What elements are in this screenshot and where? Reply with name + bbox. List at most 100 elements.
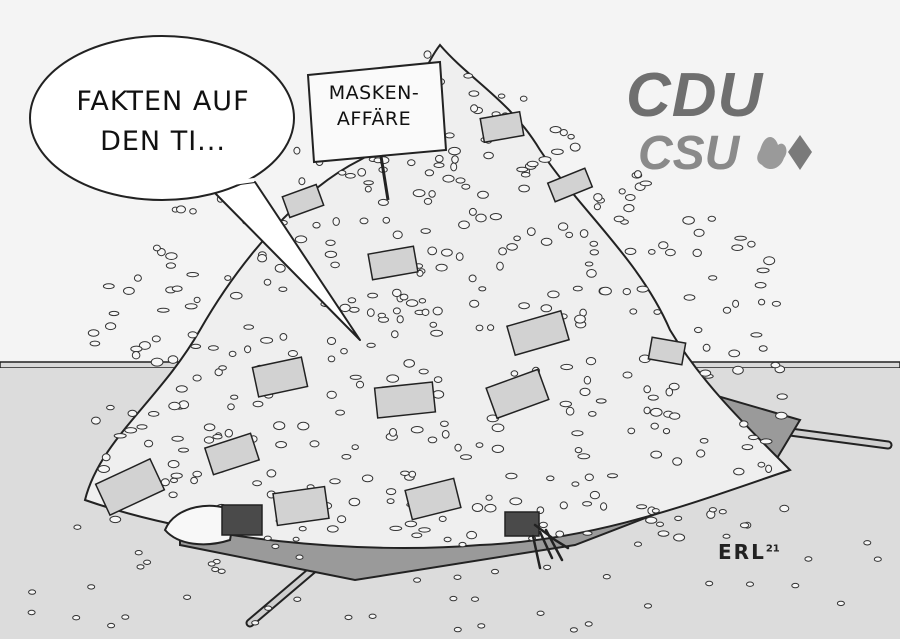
coin (458, 220, 470, 230)
floor-coin (791, 582, 800, 589)
coin (451, 155, 459, 164)
coin (392, 288, 402, 298)
coin (438, 515, 447, 523)
sign-line-2: AFFÄRE (336, 108, 412, 130)
coin (366, 308, 375, 317)
coin (263, 278, 272, 286)
coin (186, 272, 199, 278)
coin (106, 404, 115, 411)
coin (516, 166, 529, 173)
coin (454, 443, 462, 452)
coin (441, 430, 450, 439)
coin (392, 307, 401, 315)
coin (468, 90, 480, 97)
coin (498, 247, 508, 256)
coin (396, 315, 404, 324)
coin (756, 267, 770, 274)
floor-coin (477, 623, 486, 629)
speech-line-1: FAKTEN AUF (76, 86, 250, 117)
coin (585, 357, 597, 366)
coin (442, 174, 455, 183)
coin (491, 423, 505, 433)
floor-coin (28, 589, 37, 595)
coin (538, 521, 548, 529)
coin (167, 460, 180, 469)
coin (435, 263, 448, 272)
coin (759, 438, 773, 445)
coin (732, 365, 744, 375)
coin (636, 285, 649, 293)
floor-coin (107, 622, 116, 629)
coin (665, 248, 676, 257)
coin (595, 398, 607, 404)
coin (427, 246, 438, 256)
coin (340, 348, 348, 355)
coin (643, 406, 651, 415)
coin (338, 170, 347, 176)
floor-coin (271, 543, 280, 550)
coin (770, 361, 781, 369)
speech-bubble (29, 35, 361, 341)
coin (339, 303, 351, 313)
floor-coin (453, 626, 462, 633)
floor-coin (471, 596, 479, 602)
artist-signature: ERL21 (718, 540, 780, 564)
coin (662, 428, 671, 435)
coin (567, 133, 575, 140)
coin (484, 503, 497, 513)
coin (650, 407, 663, 417)
coin (298, 177, 306, 186)
coin (136, 424, 148, 430)
floor-coin (344, 614, 353, 621)
coin (377, 312, 386, 319)
coin (624, 247, 637, 255)
coin (327, 355, 336, 363)
coin (613, 215, 625, 223)
coin (506, 243, 518, 251)
coin (184, 303, 198, 310)
coin (733, 467, 745, 476)
coin (418, 527, 431, 533)
coin (391, 330, 399, 339)
coin (775, 411, 788, 420)
coin (645, 516, 658, 524)
coin (657, 530, 670, 537)
coin (475, 213, 487, 223)
coin (218, 365, 227, 371)
coin (460, 454, 472, 460)
coin (428, 190, 436, 198)
coin (696, 449, 706, 458)
coin (167, 355, 179, 364)
coin (105, 322, 117, 331)
coin (138, 341, 151, 350)
floor-coin (746, 581, 754, 587)
coin (87, 329, 100, 337)
coin (168, 401, 181, 411)
coin (122, 286, 135, 295)
coin (404, 520, 418, 528)
coin (423, 50, 432, 59)
coin (589, 490, 601, 500)
buried-person-feet (163, 504, 263, 546)
coin (325, 239, 336, 247)
coin (293, 146, 301, 155)
coin (559, 501, 568, 510)
coin (559, 400, 572, 408)
floor-coin (543, 564, 552, 571)
coin (399, 293, 409, 301)
cdu-logo-text: CDU (626, 61, 764, 130)
coin (708, 275, 718, 281)
coin (505, 472, 518, 480)
coin (366, 342, 376, 348)
coin (329, 478, 341, 485)
coin (178, 447, 189, 453)
coin (551, 148, 564, 156)
coin (252, 400, 264, 408)
coin (455, 177, 466, 184)
coin (673, 533, 686, 542)
coin (435, 154, 444, 163)
coin (175, 385, 188, 393)
coin (623, 204, 635, 213)
coin (407, 159, 416, 167)
coin (629, 308, 638, 315)
